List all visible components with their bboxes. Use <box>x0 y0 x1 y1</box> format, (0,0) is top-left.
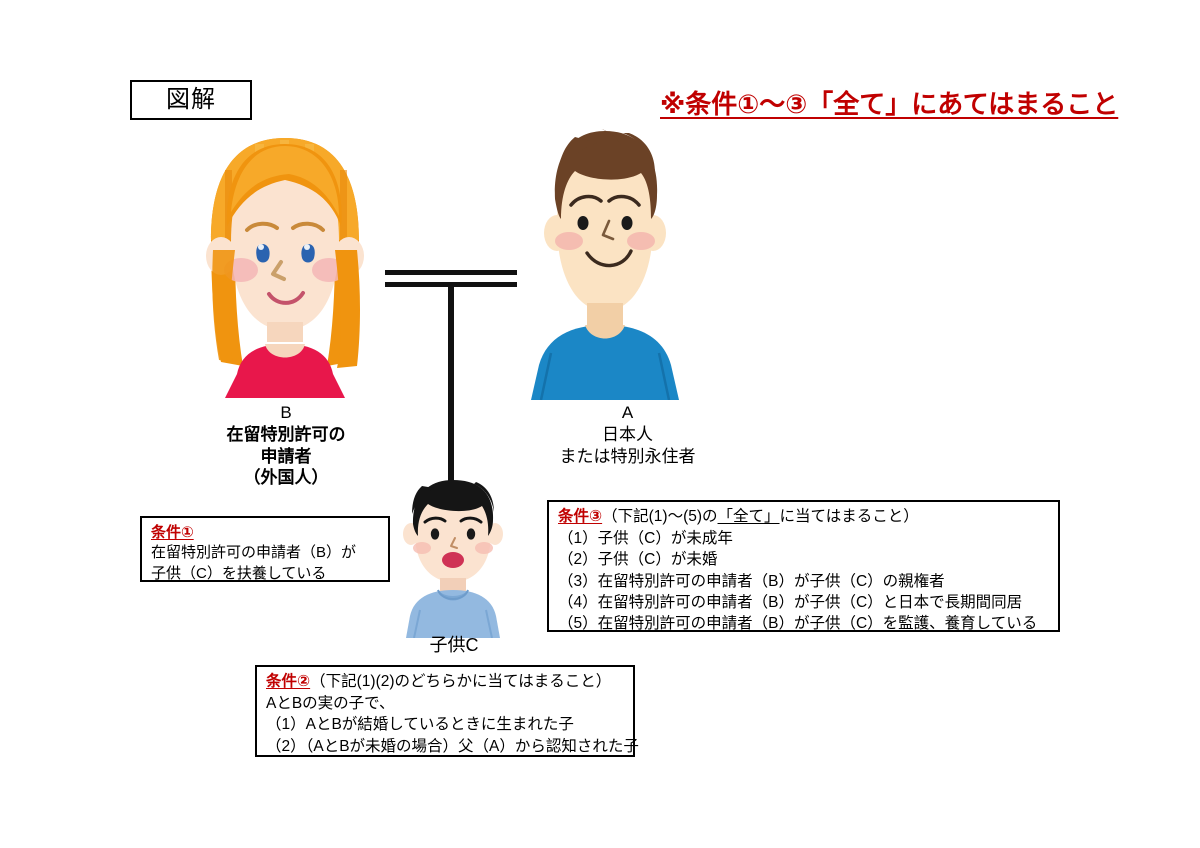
condition-1-box: 条件① 在留特別許可の申請者（B）が 子供（C）を扶養している <box>140 516 390 582</box>
condition-3-header-underlined: 「全て」 <box>717 508 780 525</box>
person-a-line2: または特別永住者 <box>559 446 696 466</box>
condition-3-line-5: （5）在留特別許可の申請者（B）が子供（C）を監護、養育している <box>558 615 1038 633</box>
marriage-line-top <box>385 270 517 275</box>
condition-1-tag: 条件① <box>151 524 194 541</box>
condition-2-line-3: （2）（AとBが未婚の場合）父（A）から認知された子 <box>266 737 639 755</box>
condition-2-header: 条件②（下記(1)(2)のどちらかに当てはまること） <box>266 672 625 693</box>
person-c-caption: 子供C <box>429 635 479 655</box>
condition-2-line-2: （1）AとBが結婚しているときに生まれた子 <box>266 716 574 734</box>
condition-2-line-1: AとBの実の子で、 <box>266 694 395 712</box>
person-a-illustration <box>505 125 705 400</box>
person-b-id: B <box>280 403 292 422</box>
condition-1-line-2: 子供（C）を扶養している <box>151 564 327 582</box>
diagram-title-label: 図解 <box>166 86 216 113</box>
condition-3-header-pre: （下記(1)～(5)の <box>602 508 718 525</box>
person-c-illustration <box>392 478 514 638</box>
condition-2-tag: 条件② <box>266 673 311 690</box>
person-b-caption: B 在留特別許可の 申請者 （外国人） <box>180 402 392 489</box>
person-b-line2: 申請者 <box>260 446 312 466</box>
condition-3-tag: 条件③ <box>558 508 603 525</box>
person-a-caption: A 日本人 または特別永住者 <box>520 402 735 467</box>
condition-3-line-2: （2）子供（C）が未婚 <box>558 551 718 569</box>
diagram-title-box: 図解 <box>130 80 252 120</box>
person-b-line3: （外国人） <box>243 468 329 488</box>
condition-3-line-4: （4）在留特別許可の申請者（B）が子供（C）と日本で長期間同居 <box>558 594 1023 612</box>
condition-3-box: 条件③（下記(1)～(5)の「全て」に当てはまること） （1）子供（C）が未成年… <box>547 500 1060 632</box>
condition-1-line-1: 在留特別許可の申請者（B）が <box>151 544 357 562</box>
condition-2-box: 条件②（下記(1)(2)のどちらかに当てはまること） AとBの実の子で、 （1）… <box>255 665 639 757</box>
person-b-illustration <box>185 130 385 400</box>
condition-2-header-rest: （下記(1)(2)のどちらかに当てはまること） <box>310 673 612 690</box>
descent-line-to-child <box>448 284 454 481</box>
condition-1-header: 条件① <box>151 523 380 543</box>
person-a-line1: 日本人 <box>602 424 653 444</box>
condition-3-line-1: （1）子供（C）が未成年 <box>558 529 733 547</box>
condition-3-header: 条件③（下記(1)～(5)の「全て」に当てはまること） <box>558 507 1050 528</box>
person-a-id: A <box>621 403 634 422</box>
requirement-heading: ※条件①～③「全て」にあてはまること <box>660 89 1119 119</box>
condition-3-header-post: に当てはまること） <box>779 508 919 525</box>
condition-3-line-3: （3）在留特別許可の申請者（B）が子供（C）の親権者 <box>558 572 945 590</box>
person-b-line1: 在留特別許可の <box>226 424 346 444</box>
